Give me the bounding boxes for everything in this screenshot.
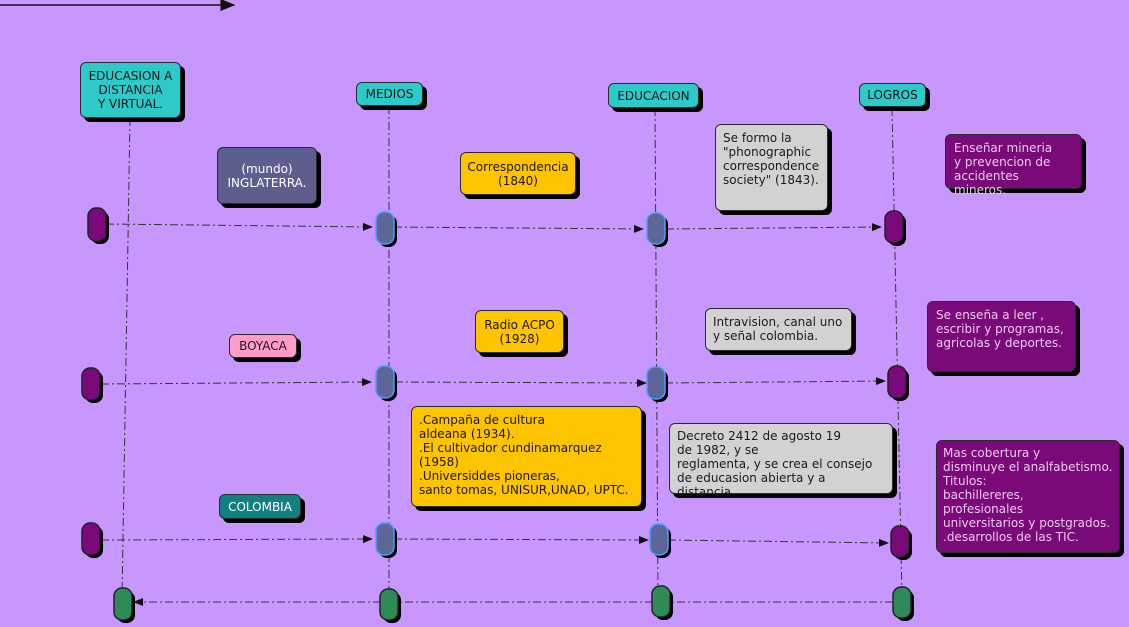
note-medios-row2: Radio ACPO (1928) (475, 310, 564, 353)
row1-pill-educacion (646, 212, 666, 245)
return-pill-educasion (113, 587, 133, 621)
row3-pill-educacion (649, 523, 669, 556)
lifeline-educasion (121, 117, 131, 599)
label-colombia: COLOMBIA (219, 494, 301, 519)
note-medios-row1: Correspondencia (1840) (460, 152, 576, 195)
lifeline-educacion (654, 107, 659, 599)
row1-pill-educasion (87, 207, 107, 242)
row2-pill-educacion (646, 366, 666, 400)
row3-pill-educasion (81, 522, 101, 556)
note-logros-row1: Enseñar mineria y prevencion de accident… (945, 134, 1082, 197)
row3-pill-logros (890, 525, 910, 558)
note-medios-row3: .Campaña de cultura aldeana (1934). .El … (411, 406, 642, 507)
header-educacion: EDUCACION (608, 83, 699, 108)
message-row3-b (393, 535, 649, 544)
row1-pill-medios (375, 211, 395, 245)
message-row3-a (100, 535, 373, 544)
message-row1-a (105, 222, 373, 231)
message-row2-b (394, 378, 647, 387)
message-row1-c (665, 223, 882, 232)
note-educacion-row1: Se formo la "phonographic correspondence… (715, 124, 828, 211)
note-educacion-row3: Decreto 2412 de agosto 19 de 1982, y se … (669, 423, 893, 499)
label-boyaca: BOYACA (229, 334, 297, 358)
note-educacion-row2: Intravision, canal uno y señal colombia. (705, 308, 852, 351)
note-logros-row3: Mas cobertura y disminuye el analfabetis… (936, 440, 1120, 553)
row2-pill-educasion (81, 367, 101, 401)
header-logros: LOGROS (859, 83, 926, 107)
return-pill-logros (892, 586, 912, 619)
label-inglaterra: (mundo) INGLATERRA. (217, 147, 317, 204)
row1-pill-logros (884, 210, 904, 244)
row3-pill-medios (375, 522, 395, 556)
row2-pill-medios (375, 365, 395, 399)
return-pill-medios (379, 588, 399, 621)
message-row2-a (100, 378, 372, 387)
header-medios: MEDIOS (356, 82, 423, 106)
return-pill-educacion (651, 585, 671, 618)
message-row3-c (667, 538, 889, 547)
note-logros-row2: Se enseña a leer , escribir y programas,… (927, 301, 1076, 372)
row2-pill-logros (887, 365, 907, 399)
message-row2-c (664, 377, 886, 386)
message-row1-b (393, 224, 644, 233)
header-educasion: EDUCASION A DISTANCIA Y VIRTUAL. (80, 62, 181, 118)
lifeline-logros (891, 107, 903, 599)
